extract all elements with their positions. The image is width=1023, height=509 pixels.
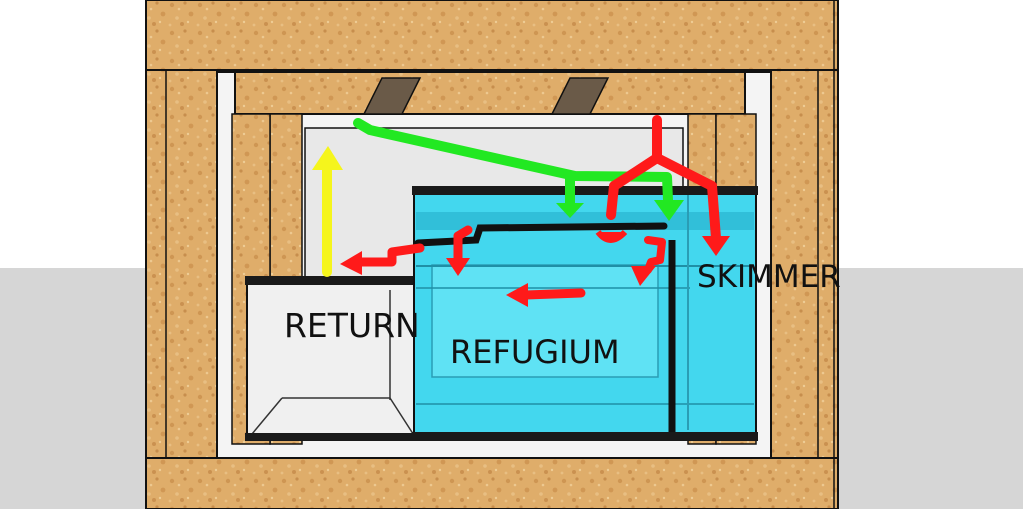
red-baffle-over [644, 236, 666, 274]
drain-pipe [414, 222, 668, 247]
red-arrowhead-overflow [446, 258, 470, 276]
sump-base [412, 432, 758, 441]
green-arrowhead-left [556, 203, 584, 218]
red-overflow-arrow [453, 225, 473, 267]
return-label: RETURN [284, 306, 420, 345]
sump-rim [412, 186, 758, 195]
yellow-arrowhead [312, 146, 343, 170]
right-brace [550, 77, 610, 115]
left-brace [362, 77, 422, 115]
red-to-return-arrow [357, 243, 425, 267]
return-tank-rim [245, 276, 419, 285]
red-drain-drop [595, 229, 628, 243]
green-flow-line [353, 118, 673, 205]
red-arrowhead-baffle [631, 266, 656, 286]
red-arrowhead-return [340, 251, 362, 275]
top-beam [234, 71, 746, 115]
green-arrowhead-right [654, 200, 684, 221]
skimmer-label: SKIMMER [697, 259, 841, 295]
refugium-label: REFUGIUM [450, 333, 620, 371]
red-arrowhead-skimmer [702, 236, 730, 256]
return-tank-base [245, 433, 419, 441]
return-tank [246, 279, 418, 441]
red-inlet-split [606, 115, 721, 243]
red-refugium-flow [521, 288, 586, 300]
refugium-inner-panel [431, 264, 659, 378]
red-arrowhead-refugium [506, 283, 528, 307]
